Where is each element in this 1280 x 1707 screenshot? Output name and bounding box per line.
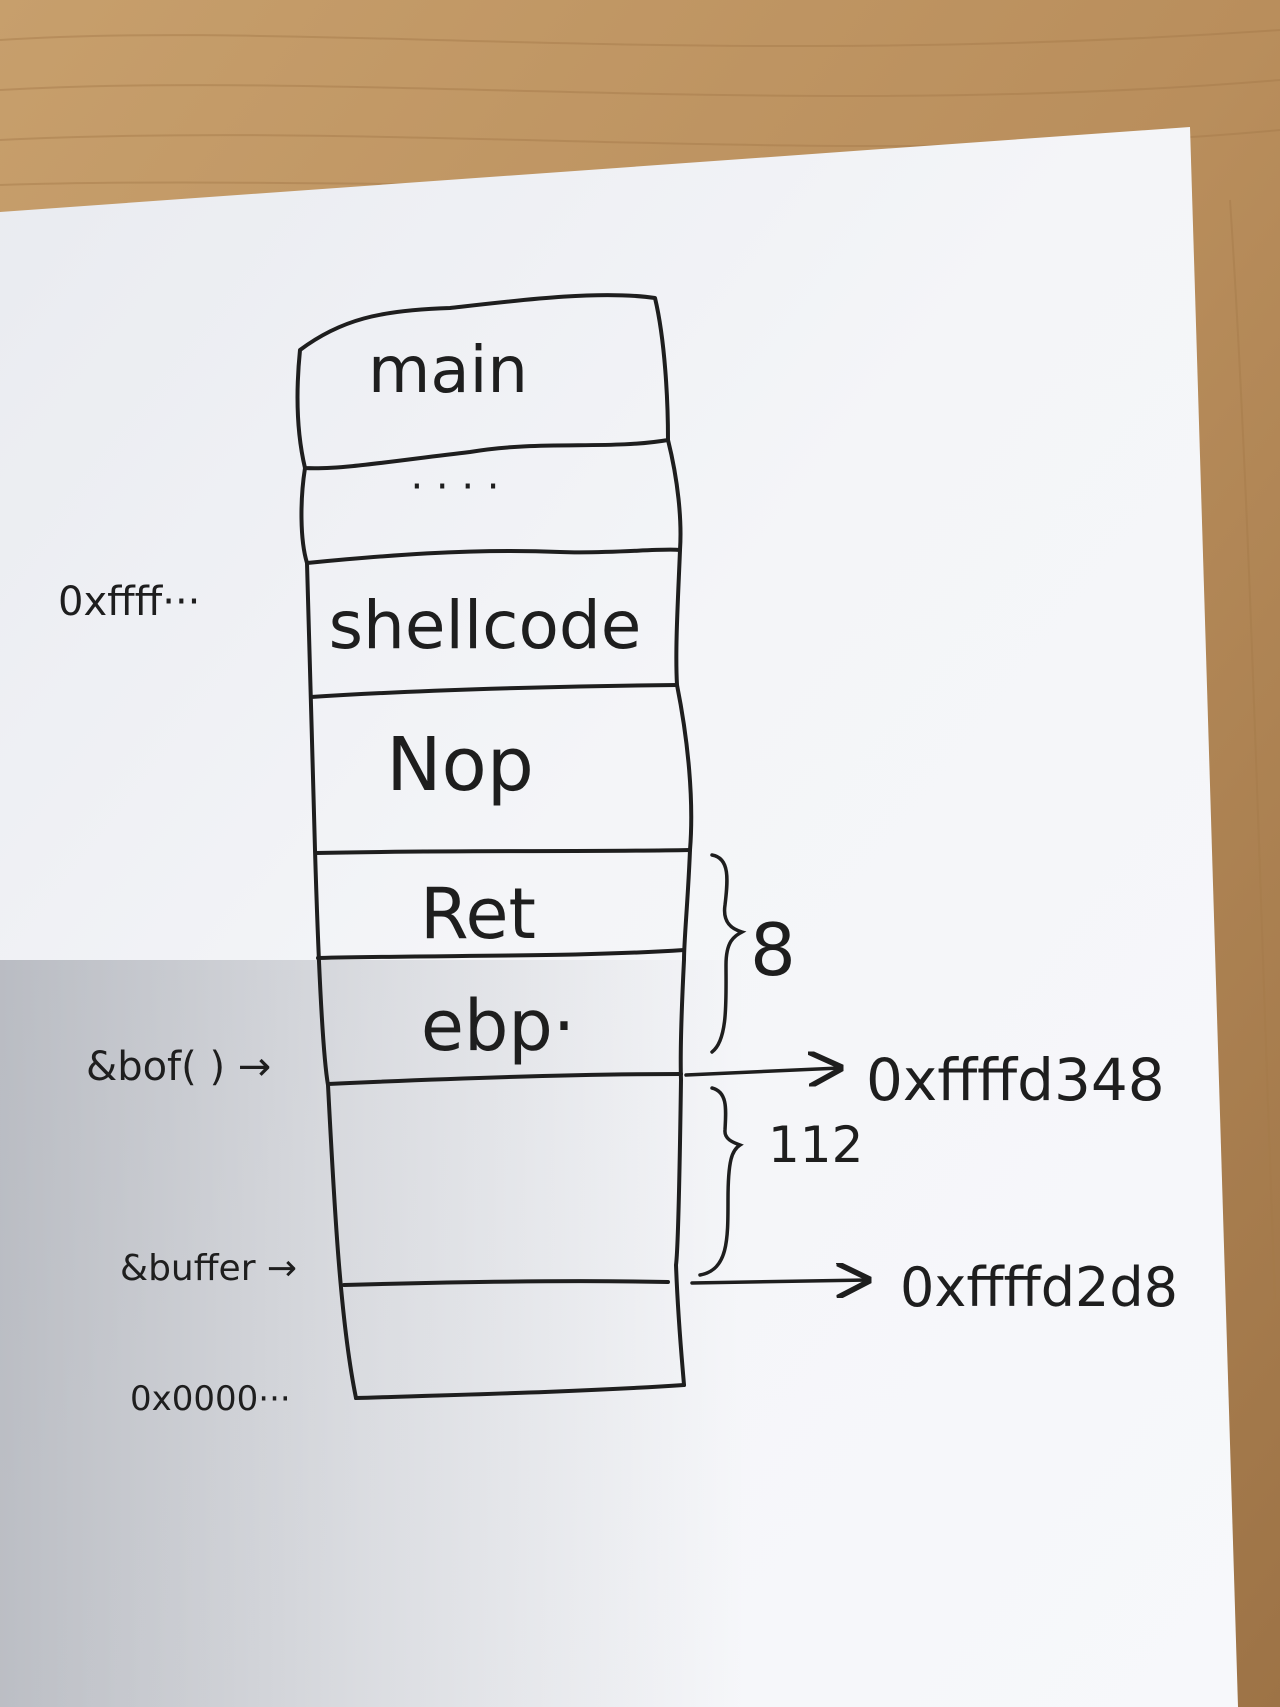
- brace-label-112: 112: [768, 1116, 863, 1174]
- arrow-buffer-address: [690, 1280, 868, 1283]
- divider-ret-ebp: [316, 948, 686, 960]
- left-labels: 0xffff··· &bof( ) → &buffer → 0x0000···: [58, 579, 297, 1419]
- stack-frame: [295, 293, 694, 1400]
- cell-label-ebp: ebp·: [421, 985, 575, 1067]
- stack-cell-labels: main · · · · shellcode Nop Ret ebp·: [329, 334, 642, 1067]
- brace-label-8: 8: [750, 908, 796, 992]
- photo-shadow: [0, 960, 1240, 1707]
- divider-ebp-buffer: [326, 1072, 683, 1086]
- cell-label-shellcode: shellcode: [329, 587, 642, 664]
- label-bof-pointer: &bof( ) →: [86, 1044, 271, 1090]
- label-bottom-address: 0x0000···: [130, 1379, 291, 1419]
- brace-8: [710, 853, 747, 1054]
- cell-label-ret: Ret: [420, 873, 536, 955]
- cell-label-nop: Nop: [386, 722, 534, 808]
- brace-112: [698, 1086, 744, 1277]
- divider-nop-ret: [314, 848, 692, 855]
- right-arrows: [684, 1068, 868, 1283]
- arrow-ebp-address: [684, 1068, 840, 1075]
- label-top-address: 0xffff···: [58, 579, 200, 625]
- address-buffer: 0xffffd2d8: [900, 1256, 1178, 1319]
- divider-shellcode-nop: [309, 683, 679, 699]
- divider-buffer: [342, 1279, 670, 1287]
- stack-bottom-edge: [354, 1383, 686, 1400]
- cell-ellipsis-outline: [299, 438, 683, 565]
- label-buffer-pointer: &buffer →: [120, 1248, 297, 1289]
- cell-label-main: main: [368, 334, 528, 408]
- braces: [698, 853, 747, 1277]
- stack-left-edge: [305, 561, 358, 1400]
- cell-label-ellipsis: · · · ·: [410, 464, 499, 510]
- address-ebp: 0xffffd348: [866, 1046, 1165, 1114]
